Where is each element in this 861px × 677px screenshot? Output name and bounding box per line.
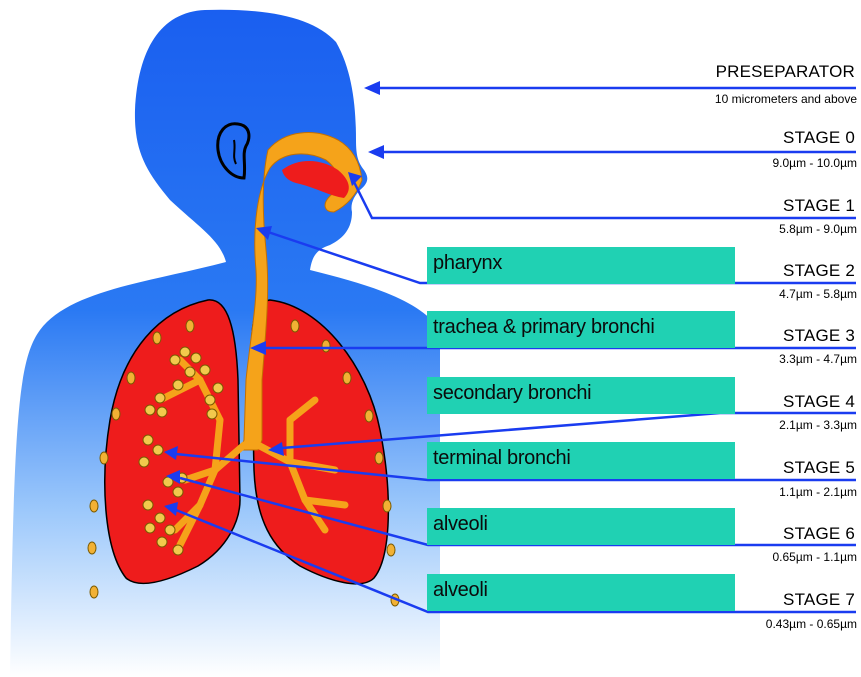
stage-title-5: STAGE 5 [783, 458, 855, 478]
stage-title-1: STAGE 1 [783, 196, 855, 216]
region-box-pharynx: pharynx [427, 247, 735, 284]
stage-range-6: 0.65µm - 1.1µm [772, 550, 857, 564]
stage-title-3: STAGE 3 [783, 326, 855, 346]
region-box-alveoli-2: alveoli [427, 574, 735, 611]
region-label: alveoli [433, 513, 488, 536]
region-label: terminal bronchi [433, 447, 571, 470]
stage-range-5: 1.1µm - 2.1µm [779, 485, 857, 499]
stage-range-preseparator: 10 micrometers and above [715, 92, 857, 106]
stage-range-2: 4.7µm - 5.8µm [779, 287, 857, 301]
stage-range-4: 2.1µm - 3.3µm [779, 418, 857, 432]
region-box-trachea: trachea & primary bronchi [427, 311, 735, 348]
region-label: secondary bronchi [433, 382, 591, 405]
stage-title-4: STAGE 4 [783, 392, 855, 412]
stage-range-0: 9.0µm - 10.0µm [772, 156, 857, 170]
stage-title-0: STAGE 0 [783, 128, 855, 148]
stage-title-7: STAGE 7 [783, 590, 855, 610]
stage-range-1: 5.8µm - 9.0µm [779, 222, 857, 236]
stage-title-2: STAGE 2 [783, 261, 855, 281]
region-label: pharynx [433, 252, 502, 275]
region-label: alveoli [433, 579, 488, 602]
region-label: trachea & primary bronchi [433, 316, 655, 339]
stage-title-6: STAGE 6 [783, 524, 855, 544]
region-box-terminal-bronchi: terminal bronchi [427, 442, 735, 479]
region-box-alveoli: alveoli [427, 508, 735, 545]
region-box-secondary-bronchi: secondary bronchi [427, 377, 735, 414]
stage-title-preseparator: PRESEPARATOR [716, 62, 855, 82]
stage-range-7: 0.43µm - 0.65µm [766, 617, 857, 631]
stage-range-3: 3.3µm - 4.7µm [779, 352, 857, 366]
